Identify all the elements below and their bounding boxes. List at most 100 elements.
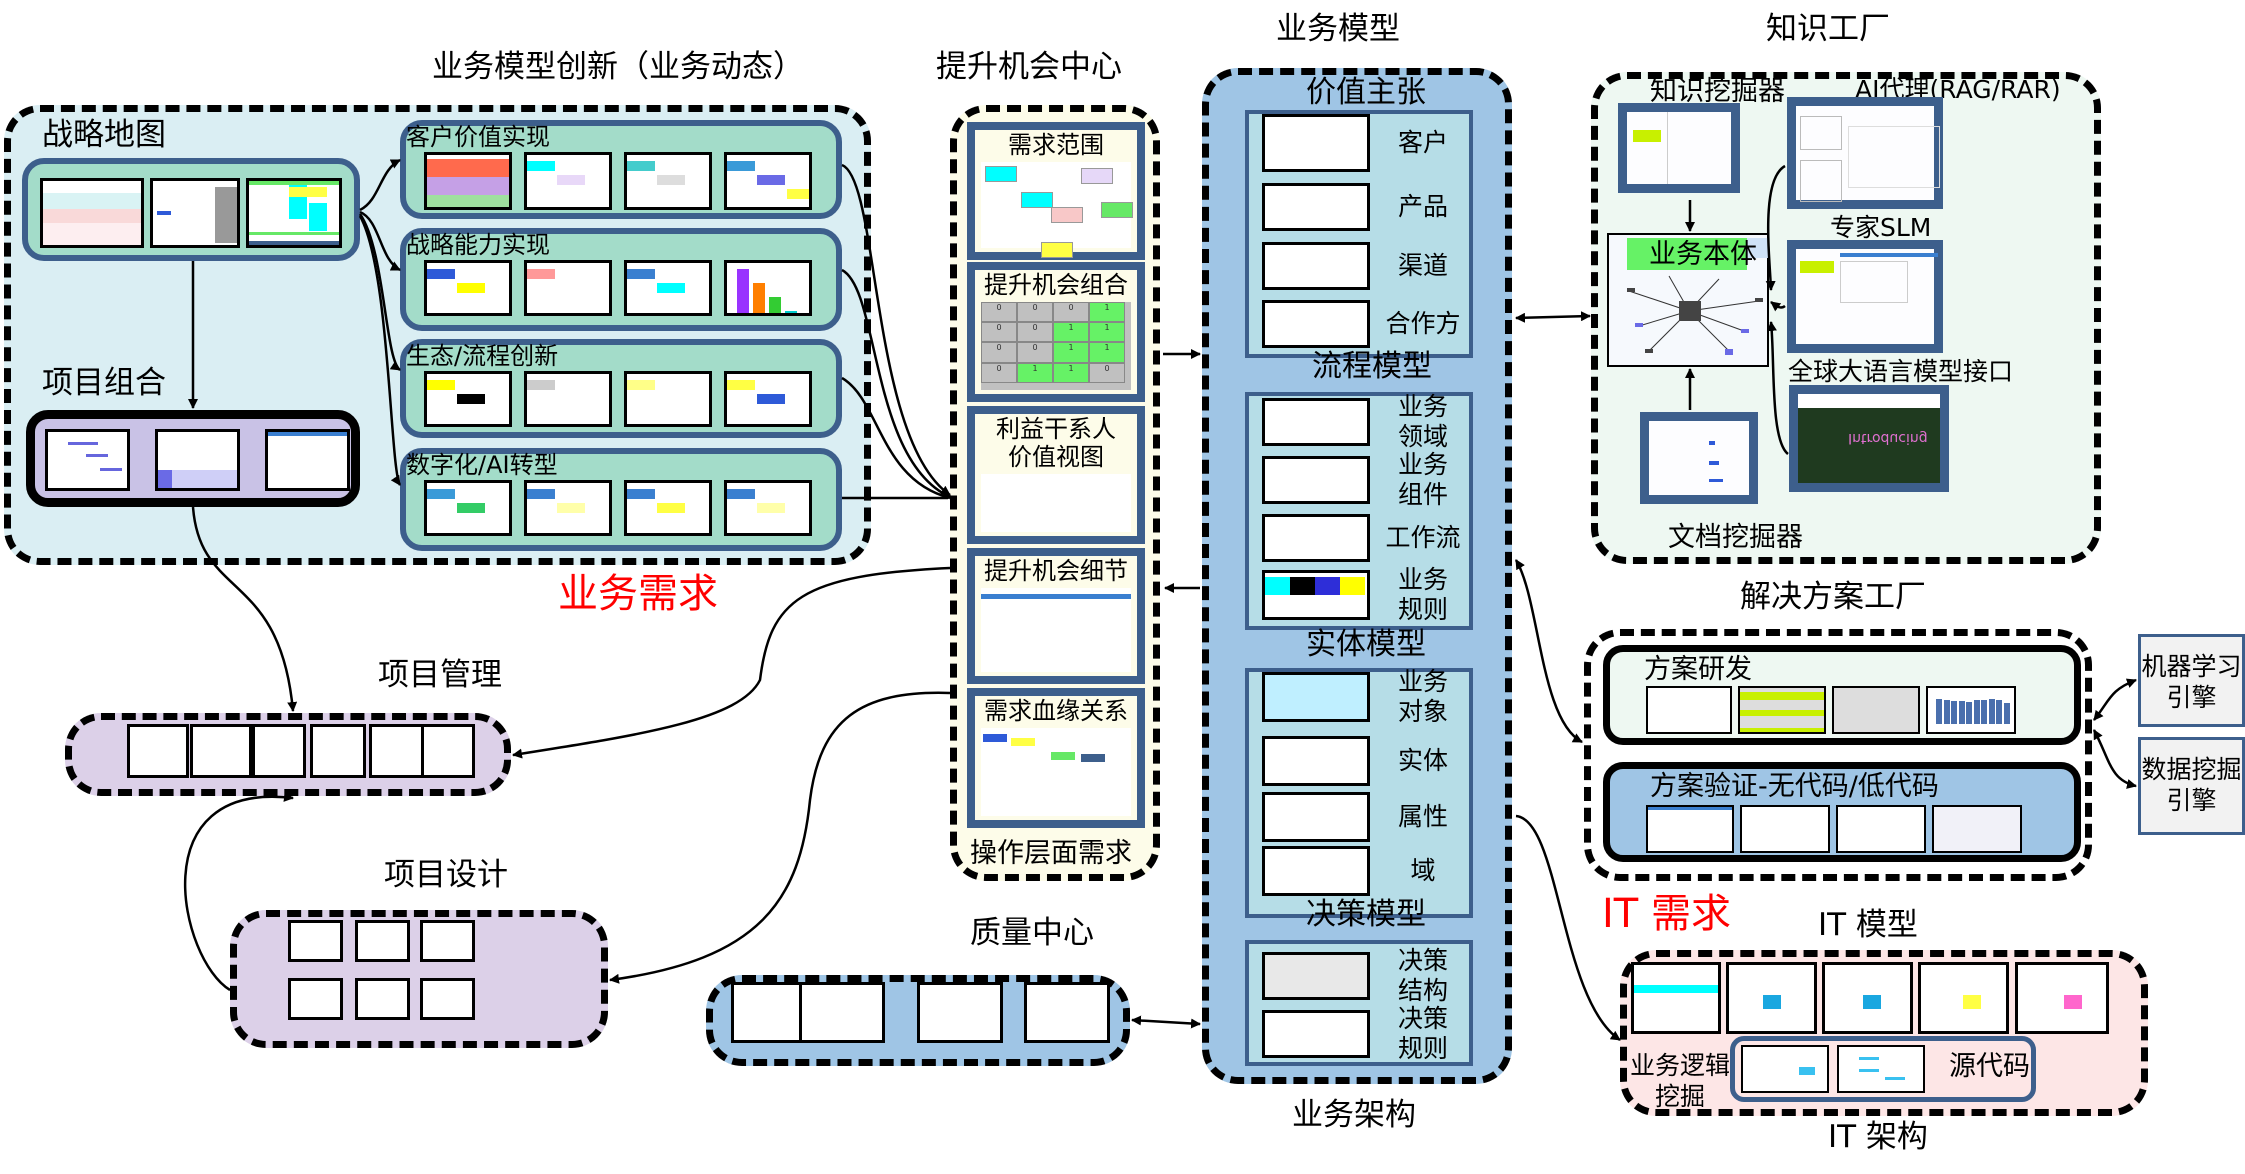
expert-slm-panel[interactable] [1787,240,1943,353]
business-model-thumb[interactable] [1262,570,1370,620]
operational-requirements-label: 操作层面需求 [970,838,1132,869]
project-management-thumb[interactable] [369,724,425,778]
validation-thumb-2[interactable] [1740,805,1830,853]
innovation-thumb[interactable] [624,480,712,536]
innovation-thumb[interactable] [524,152,612,210]
innovation-row-panel[interactable]: 生态/流程创新 [400,339,842,438]
business-model-thumb[interactable] [1262,456,1370,504]
solution-validation-panel[interactable]: 方案验证-无代码/低代码 [1603,762,2081,862]
business-model-thumb[interactable] [1262,398,1370,446]
innovation-thumb[interactable] [724,480,812,536]
validation-thumb-4[interactable] [1932,805,2022,853]
it-model-thumb[interactable] [2015,962,2109,1034]
matrix-cell: 0 [981,322,1017,343]
innovation-thumb[interactable] [424,480,512,536]
business-model-item-label: 业务 组件 [1397,450,1448,509]
business-model-thumb[interactable] [1262,114,1370,172]
opportunity-section[interactable]: 提升机会细节 [967,548,1145,684]
business-model-thumb[interactable] [1262,736,1370,786]
expert-slm-label: 专家SLM [1830,213,1932,242]
validation-thumb-3[interactable] [1836,805,1926,853]
portfolio-thumb-1[interactable] [45,429,130,491]
diagram-node [1041,242,1073,258]
business-ontology-panel[interactable]: 业务本体 [1607,233,1769,367]
portfolio-panel[interactable] [26,410,360,507]
quality-center-thumb[interactable] [917,982,1003,1043]
innovation-thumb[interactable] [724,371,812,427]
portfolio-thumb-3[interactable] [265,429,350,491]
innovation-thumb[interactable] [424,371,512,427]
innovation-thumb[interactable] [524,371,612,427]
solution-research-panel[interactable]: 方案研发 [1603,645,2081,745]
project-design-thumb[interactable] [355,978,410,1020]
it-requirements-label: IT 需求 [1602,891,1731,937]
source-code-thumb-1[interactable] [1741,1045,1829,1093]
innovation-thumb[interactable] [724,260,812,316]
dm-engine-box[interactable]: 数据挖掘 引擎 [2138,737,2245,835]
project-management-thumb[interactable] [127,724,189,778]
arrow-model-knowledge [1515,311,1591,323]
arrow-model-quality [1131,1015,1201,1029]
project-management-thumb[interactable] [252,724,306,778]
research-thumb-3[interactable] [1832,686,1920,734]
business-model-thumb[interactable] [1262,514,1370,562]
innovation-thumb[interactable] [624,152,712,210]
research-thumb-1[interactable] [1646,686,1732,734]
innovation-thumb[interactable] [524,480,612,536]
business-model-thumb[interactable] [1262,952,1370,1000]
source-code-panel[interactable]: 源代码 [1730,1036,2036,1102]
project-management-thumb[interactable] [310,724,366,778]
business-model-thumb[interactable] [1262,242,1370,290]
strategy-map-thumb-3[interactable] [246,178,342,248]
innovation-thumb[interactable] [524,260,612,316]
research-thumb-2[interactable] [1738,686,1826,734]
strategy-map-thumb-2[interactable] [150,178,240,248]
opportunity-section[interactable]: 需求血缘关系 [967,688,1145,828]
business-model-thumb[interactable] [1262,183,1370,231]
business-model-thumb[interactable] [1262,1010,1370,1058]
project-design-thumb[interactable] [288,920,343,962]
innovation-row-panel[interactable]: 客户价值实现 [400,120,842,219]
arrow-solution-ml [2093,678,2137,721]
opportunity-section[interactable]: 利益干系人 价值视图 [967,406,1145,544]
innovation-title: 业务模型创新（业务动态） [432,49,804,85]
project-design-thumb[interactable] [355,920,410,962]
project-design-thumb[interactable] [288,978,343,1020]
ai-agent-panel[interactable] [1787,97,1943,209]
research-thumb-4[interactable] [1926,686,2016,734]
business-model-thumb[interactable] [1262,672,1370,722]
global-llm-panel[interactable]: Introducing [1789,385,1949,492]
innovation-thumb[interactable] [624,371,712,427]
business-model-thumb[interactable] [1262,846,1370,896]
matrix-cell: 0 [1017,342,1053,363]
innovation-thumb[interactable] [424,260,512,316]
innovation-thumb[interactable] [624,260,712,316]
innovation-row-panel[interactable]: 数字化/AI转型 [400,448,842,551]
validation-thumb-1[interactable] [1646,805,1734,853]
strategy-map-panel[interactable] [22,158,360,261]
ml-engine-box[interactable]: 机器学习 引擎 [2138,634,2245,727]
it-model-thumb[interactable] [1631,962,1721,1034]
project-design-thumb[interactable] [420,978,475,1020]
quality-center-thumb[interactable] [1024,982,1110,1043]
business-model-thumb[interactable] [1262,300,1370,348]
innovation-row-panel[interactable]: 战略能力实现 [400,228,842,331]
document-miner-panel[interactable] [1640,412,1758,504]
it-model-thumb[interactable] [1822,962,1913,1034]
project-design-thumb[interactable] [420,920,475,962]
knowledge-miner-panel[interactable] [1618,103,1740,193]
strategy-map-thumb-1[interactable] [40,178,144,248]
project-management-thumb[interactable] [421,724,475,778]
it-model-thumb[interactable] [1918,962,2009,1034]
opportunity-section[interactable]: 需求范围 [967,122,1145,260]
business-model-thumb[interactable] [1262,792,1370,842]
source-code-thumb-2[interactable] [1837,1045,1925,1093]
project-management-thumb[interactable] [190,724,252,778]
innovation-thumb[interactable] [424,152,512,210]
innovation-thumb[interactable] [724,152,812,210]
quality-center-thumb[interactable] [799,982,885,1043]
arrow-solution-dm [2092,729,2137,789]
portfolio-thumb-2[interactable] [155,429,240,491]
it-model-thumb[interactable] [1726,962,1817,1034]
